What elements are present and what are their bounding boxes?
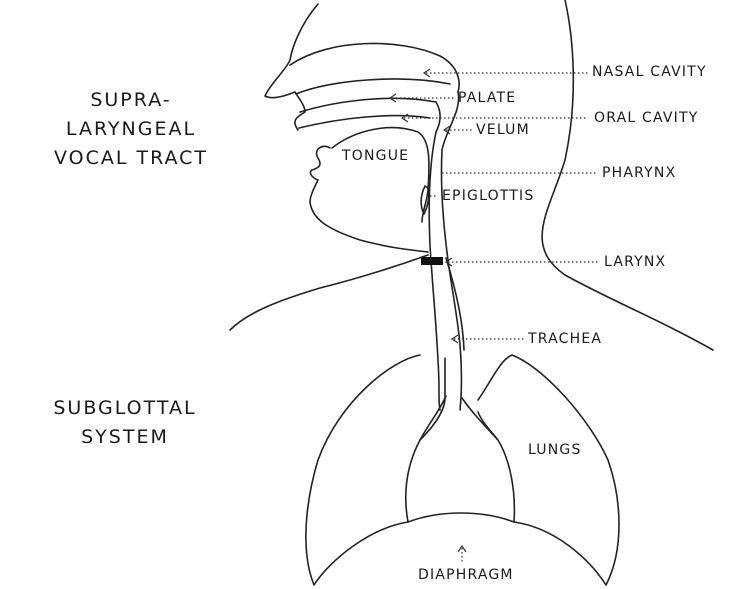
- velum-label: VELUM: [476, 122, 530, 138]
- tongue-outline: [332, 128, 429, 222]
- upper-mouth-outline: [299, 116, 430, 128]
- vocal-folds: [421, 257, 443, 265]
- supralaryngeal-line-3: VOCAL TRACT: [46, 144, 216, 173]
- diaphragm-outline: [408, 513, 514, 522]
- subglottal-line-1: SUBGLOTTAL: [40, 394, 210, 423]
- supralaryngeal-line-2: LARYNGEAL: [46, 115, 216, 144]
- left-lung-outline: [306, 355, 445, 585]
- lungs-label: LUNGS: [528, 442, 582, 458]
- diaphragm-label: DIAPHRAGM: [418, 567, 514, 583]
- nasal-cavity-outline: [290, 43, 459, 92]
- leader-lines: [390, 69, 598, 564]
- airway-front-wall: [429, 132, 440, 410]
- supralaryngeal-line-1: SUPRA-: [46, 86, 216, 115]
- palate-label: PALATE: [458, 90, 516, 106]
- lips-outline: [310, 146, 330, 202]
- larynx-label: LARYNX: [604, 254, 666, 270]
- bronchi-outline: [420, 396, 498, 440]
- subglottal-line-2: SYSTEM: [40, 423, 210, 452]
- palate-outline: [300, 98, 440, 132]
- nasal-cavity-label: NASAL CAVITY: [592, 64, 707, 80]
- face-profile-outline: [265, 4, 318, 130]
- nasal-floor-outline: [296, 79, 450, 94]
- front-neck-outline: [230, 255, 428, 330]
- subglottal-heading: SUBGLOTTAL SYSTEM: [40, 394, 210, 452]
- tongue-label: TONGUE: [342, 148, 409, 164]
- epiglottis-label: EPIGLOTTIS: [442, 188, 534, 204]
- supralaryngeal-heading: SUPRA- LARYNGEAL VOCAL TRACT: [46, 86, 216, 173]
- oral-cavity-label: ORAL CAVITY: [594, 110, 698, 126]
- trachea-label: TRACHEA: [528, 331, 602, 347]
- pharynx-label: PHARYNX: [602, 165, 676, 181]
- jaw-outline: [310, 202, 428, 252]
- right-lung-outline: [478, 355, 619, 585]
